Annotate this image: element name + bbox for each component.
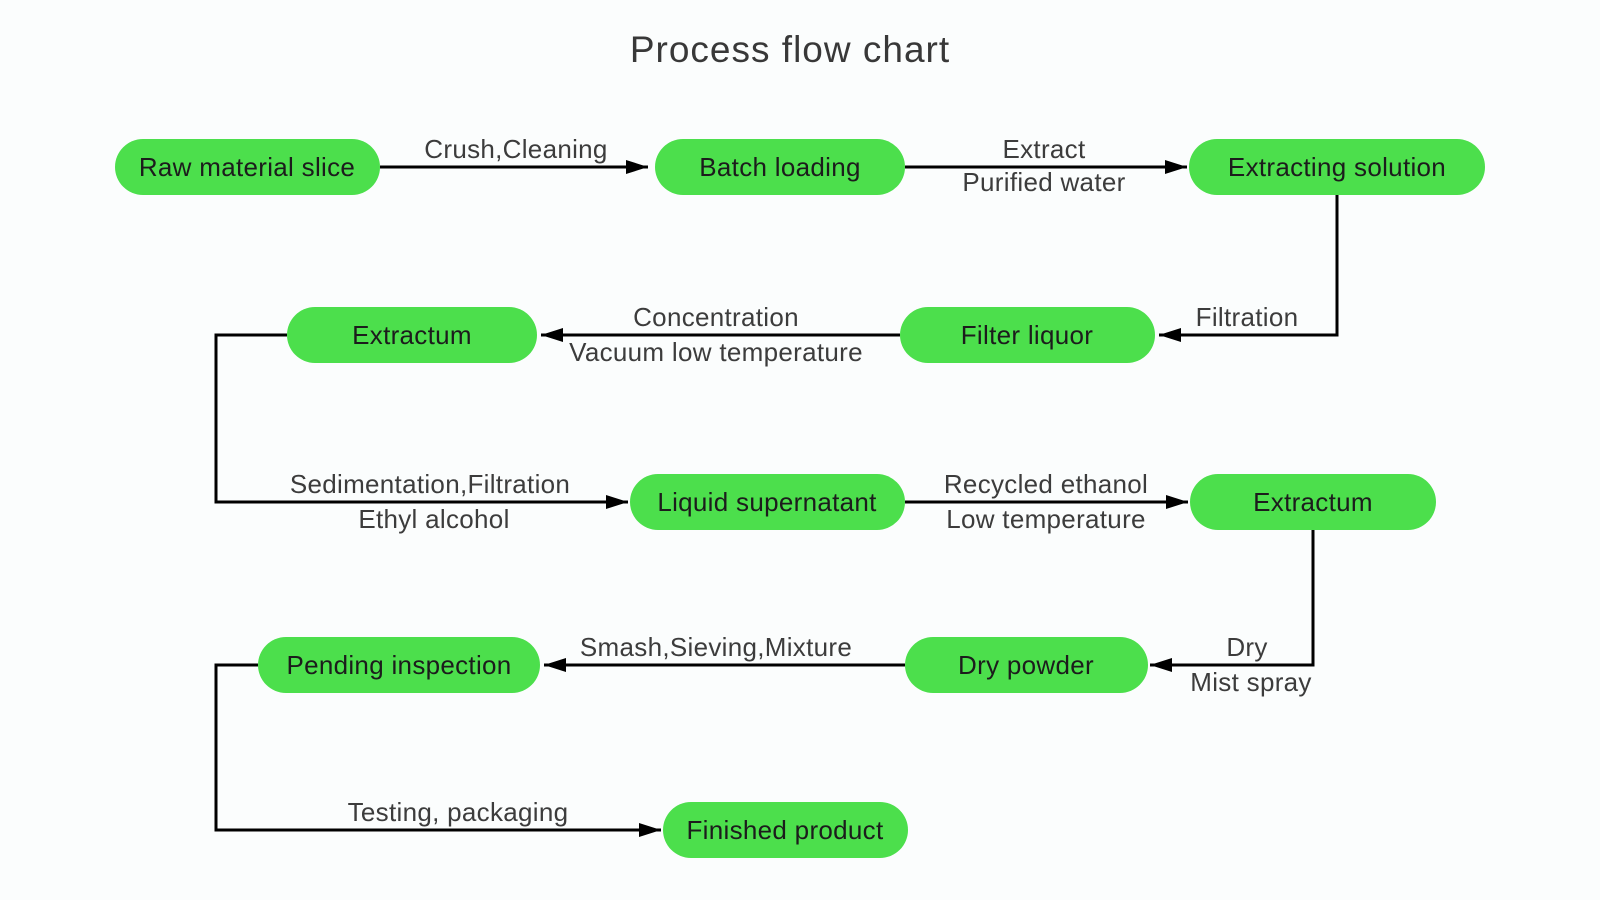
node-pill-shape [905, 637, 1148, 693]
node-label-pending-inspection: Pending inspection [286, 650, 511, 680]
node-label-extractum-2: Extractum [1253, 487, 1373, 517]
node-pill-shape [900, 307, 1155, 363]
edge-pending-to-finished [214, 663, 661, 837]
node-liquid-supernatant: Liquid supernatant [630, 474, 905, 530]
edge-label-low-temperature: Low temperature [946, 504, 1146, 534]
edge-extracting-to-filter [1159, 195, 1339, 342]
node-finished-product: Finished product [663, 802, 908, 858]
edge-label-filtration: Filtration [1196, 302, 1299, 332]
edge-label-smash-sieving-mixture: Smash,Sieving,Mixture [580, 632, 852, 662]
edge-label-testing-packaging: Testing, packaging [348, 797, 569, 827]
edge-label-vacuum-low-temperature: Vacuum low temperature [569, 337, 863, 367]
node-pill-shape [630, 474, 905, 530]
edge-label-sedimentation-filtration: Sedimentation,Filtration [290, 469, 570, 499]
node-pending-inspection: Pending inspection [258, 637, 540, 693]
node-label-extractum-1: Extractum [352, 320, 472, 350]
node-label-finished-product: Finished product [686, 815, 883, 845]
node-pill-shape [258, 637, 540, 693]
node-pill-shape [115, 139, 380, 195]
node-label-batch-loading: Batch loading [699, 152, 860, 182]
node-extractum-1: Extractum [287, 307, 537, 363]
node-pill-shape [655, 139, 905, 195]
edges-layer [214, 160, 1339, 837]
node-label-raw-material-slice: Raw material slice [139, 152, 355, 182]
edge-label-recycled-ethanol: Recycled ethanol [944, 469, 1148, 499]
node-label-dry-powder: Dry powder [958, 650, 1094, 680]
edge-extractum2-to-dry [1150, 530, 1315, 672]
edge-label-concentration: Concentration [633, 302, 799, 332]
edge-label-crush-cleaning: Crush,Cleaning [424, 134, 607, 164]
node-filter-liquor: Filter liquor [900, 307, 1155, 363]
node-pill-shape [1190, 474, 1436, 530]
nodes-layer: Raw material slice Batch loading Extract… [115, 139, 1485, 858]
node-pill-shape [287, 307, 537, 363]
edge-label-ethyl-alcohol: Ethyl alcohol [358, 504, 509, 534]
node-raw-material-slice: Raw material slice [115, 139, 380, 195]
node-extractum-2: Extractum [1190, 474, 1436, 530]
edge-label-purified-water: Purified water [962, 167, 1125, 197]
edge-label-mist-spray: Mist spray [1190, 667, 1311, 697]
node-label-filter-liquor: Filter liquor [961, 320, 1094, 350]
node-batch-loading: Batch loading [655, 139, 905, 195]
node-pill-shape [663, 802, 908, 858]
edge-label-dry: Dry [1226, 632, 1267, 662]
edge-label-extract: Extract [1002, 134, 1085, 164]
node-label-liquid-supernatant: Liquid supernatant [657, 487, 877, 517]
edge-extractum1-to-liquid [214, 333, 628, 509]
node-label-extracting-solution: Extracting solution [1228, 152, 1446, 182]
chart-title: Process flow chart [630, 29, 950, 70]
node-pill-shape [1189, 139, 1485, 195]
node-dry-powder: Dry powder [905, 637, 1148, 693]
node-extracting-solution: Extracting solution [1189, 139, 1485, 195]
edge-labels-layer: Crush,Cleaning Extract Purified water Fi… [290, 134, 1312, 827]
